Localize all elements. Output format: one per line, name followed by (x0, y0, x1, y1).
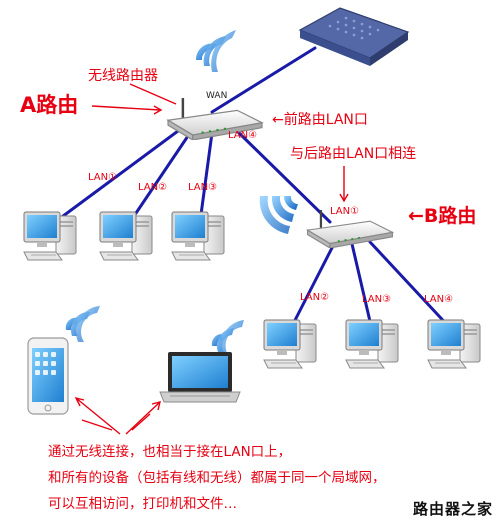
pc-a3-icon (171, 211, 225, 261)
pc-b3-icon (427, 319, 481, 369)
arrow-router-a (91, 105, 161, 111)
pc-a1-icon (23, 211, 77, 261)
caption-line-3: 可以互相访问，打印机和文件… (48, 496, 237, 512)
pc-a2-icon (99, 211, 153, 261)
wifi-icon-phone (65, 306, 100, 342)
router-b-lan1-label: LAN① (330, 206, 359, 217)
smartphone-icon (27, 337, 69, 415)
router-b-lan2-label: LAN② (300, 292, 329, 303)
cable-b-pc2 (350, 242, 374, 332)
watermark: 路由器之家 (409, 497, 496, 520)
cable-b-pc3 (368, 240, 454, 332)
arrow-wireless-label (129, 83, 177, 105)
arrows (74, 83, 349, 435)
router-a-lan4-label: LAN④ (228, 130, 257, 141)
arrow-to-phone (74, 396, 121, 435)
cables (53, 46, 454, 332)
router-a-label: A路由 (20, 93, 78, 117)
router-b-lan4-label: LAN④ (424, 294, 453, 305)
router-a-lan3-label: LAN③ (188, 182, 217, 193)
arrow-to-laptop (125, 401, 161, 435)
pc-b2-icon (345, 319, 399, 369)
cable-wan (210, 46, 317, 114)
wireless-router-label: 无线路由器 (88, 68, 158, 84)
laptop-icon (159, 352, 241, 403)
caption-line-1: 通过无线连接，也相当于接在LAN口上， (48, 444, 292, 460)
wan-port-label: WAN (206, 91, 227, 101)
cable-a-b (236, 130, 332, 224)
arrow-to-laptop-2 (131, 413, 151, 431)
modem-icon (298, 7, 410, 66)
router-b-label: ←B路由 (408, 204, 476, 227)
caption-line-2: 和所有的设备（包括有线和无线）都属于同一个局域网， (48, 470, 386, 486)
cable-a-pc3 (198, 131, 214, 224)
router-a-lan1-label: LAN① (88, 172, 117, 183)
cable-a-pc2 (128, 128, 194, 224)
router-a-lan2-label: LAN② (138, 182, 167, 193)
connect-rear-label: 与后路由LAN口相连 (290, 146, 416, 162)
router-b-lan3-label: LAN③ (362, 294, 391, 305)
pc-b1-icon (263, 319, 317, 369)
wifi-icon-router-a (195, 30, 236, 72)
cable-b-pc1 (288, 240, 337, 332)
cable-a-pc1 (53, 126, 184, 224)
front-lan-label: ←前路由LAN口 (272, 111, 368, 128)
wifi-icon-router-b (259, 196, 298, 234)
arrow-to-phone-2 (81, 419, 113, 431)
